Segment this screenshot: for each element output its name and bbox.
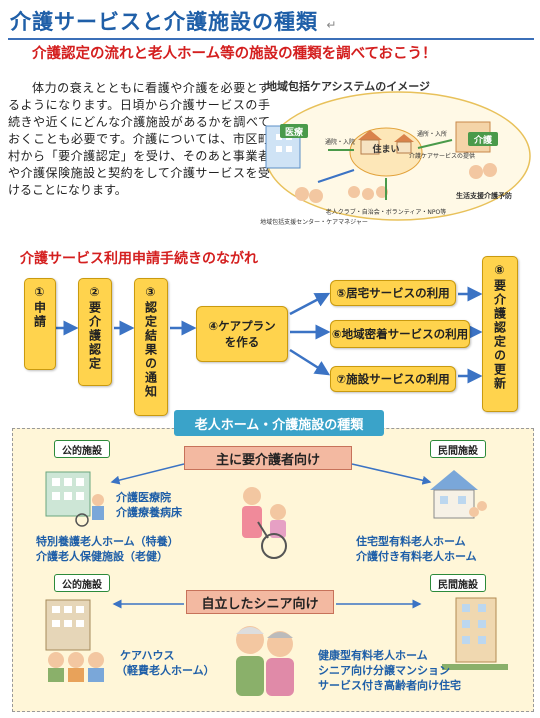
intro-paragraph: 体力の衰えとともに看護や介護を必要とするようになります。日頃から介護サービスの手… — [8, 81, 270, 197]
title-underline — [8, 38, 534, 40]
step-5-home-service: ⑤居宅サービスの利用 — [330, 280, 456, 306]
flow-arrows — [56, 286, 483, 384]
node-medical: 医療 — [285, 126, 303, 138]
facility-care-public-4: 介護老人保健施設（老健） — [36, 550, 168, 563]
node-home: 住まい — [372, 143, 399, 155]
private-senior-apartment-icon — [442, 597, 508, 670]
page-title: 介護サービスと介護施設の種類 ↵ — [10, 10, 338, 34]
step-2-certification: ②要介護認定 — [78, 278, 112, 386]
public-senior-residence-icon — [45, 599, 104, 682]
facility-care-public-2: 介護療養病床 — [116, 506, 182, 519]
facility-care-private-1: 住宅型有料老人ホーム — [356, 535, 466, 548]
step-4-care-plan: ④ケアプランを作る — [196, 306, 288, 362]
facility-indep-private-3: サービス付き高齢者向け住宅 — [318, 679, 461, 692]
badge-public-bottom: 公的施設 — [54, 574, 110, 592]
step-1-apply: ①申請 — [24, 278, 56, 370]
facility-indep-public-1: ケアハウス — [120, 649, 175, 662]
community-care-diagram: 医療 介護 住まい 生活支援介護予防 介護ケアサービスの提供 通院・入院 通所・… — [260, 91, 531, 226]
caregiver-wheelchair-illustration — [242, 487, 287, 559]
badge-private-bottom: 民間施設 — [430, 574, 486, 592]
step-3-notice: ③認定結果の通知 — [134, 278, 168, 416]
label-community: 老人クラブ・自治会・ボランティア・NPO等 — [326, 208, 446, 216]
badge-public-top: 公的施設 — [54, 440, 110, 458]
category-care-needed: 主に要介護者向け — [184, 446, 352, 470]
paragraph-mark-icon: ↵ — [326, 18, 338, 32]
label-support-center: 地域包括支援センター・ケアマネジャー — [260, 218, 368, 226]
step-8-renewal: ⑧要介護認定の更新 — [482, 256, 518, 412]
facility-panel-title: 老人ホーム・介護施設の種類 — [174, 410, 384, 436]
category-arrows-bottom — [112, 599, 422, 609]
facility-indep-private-2: シニア向け分譲マンション — [318, 664, 450, 677]
category-arrows-top — [110, 463, 432, 485]
facility-care-private-2: 介護付き有料老人ホーム — [356, 550, 477, 563]
category-independent: 自立したシニア向け — [186, 590, 334, 614]
node-care: 介護 — [473, 134, 493, 146]
page-subtitle: 介護認定の流れと老人ホーム等の施設の種類を調べておこう！ — [32, 46, 437, 62]
facility-care-public-3: 特別養護老人ホーム（特養） — [36, 535, 179, 548]
private-facility-house-icon — [430, 470, 487, 519]
label-care-service: 介護ケアサービスの提供 — [409, 152, 475, 160]
node-support: 生活支援介護予防 — [456, 191, 512, 200]
step-7-facility-service: ⑦施設サービスの利用 — [330, 366, 456, 392]
care-diagram-caption: 地域包括ケアシステムのイメージ — [266, 80, 431, 93]
label-hospital-visit: 通院・入院 — [325, 138, 355, 146]
step-6-community-service: ⑥地域密着サービスの利用 — [330, 320, 470, 348]
label-daycare: 通所・入所 — [417, 130, 447, 138]
badge-private-top: 民間施設 — [430, 440, 486, 458]
senior-couple-illustration — [236, 626, 294, 696]
flow-title: 介護サービス利用申請手続きのながれ — [20, 251, 258, 267]
facility-indep-private-1: 健康型有料老人ホーム — [318, 649, 428, 662]
facility-indep-public-2: （軽費老人ホーム） — [116, 664, 215, 677]
public-facility-building-icon — [45, 471, 104, 527]
facility-care-public-1: 介護医療院 — [116, 491, 171, 504]
